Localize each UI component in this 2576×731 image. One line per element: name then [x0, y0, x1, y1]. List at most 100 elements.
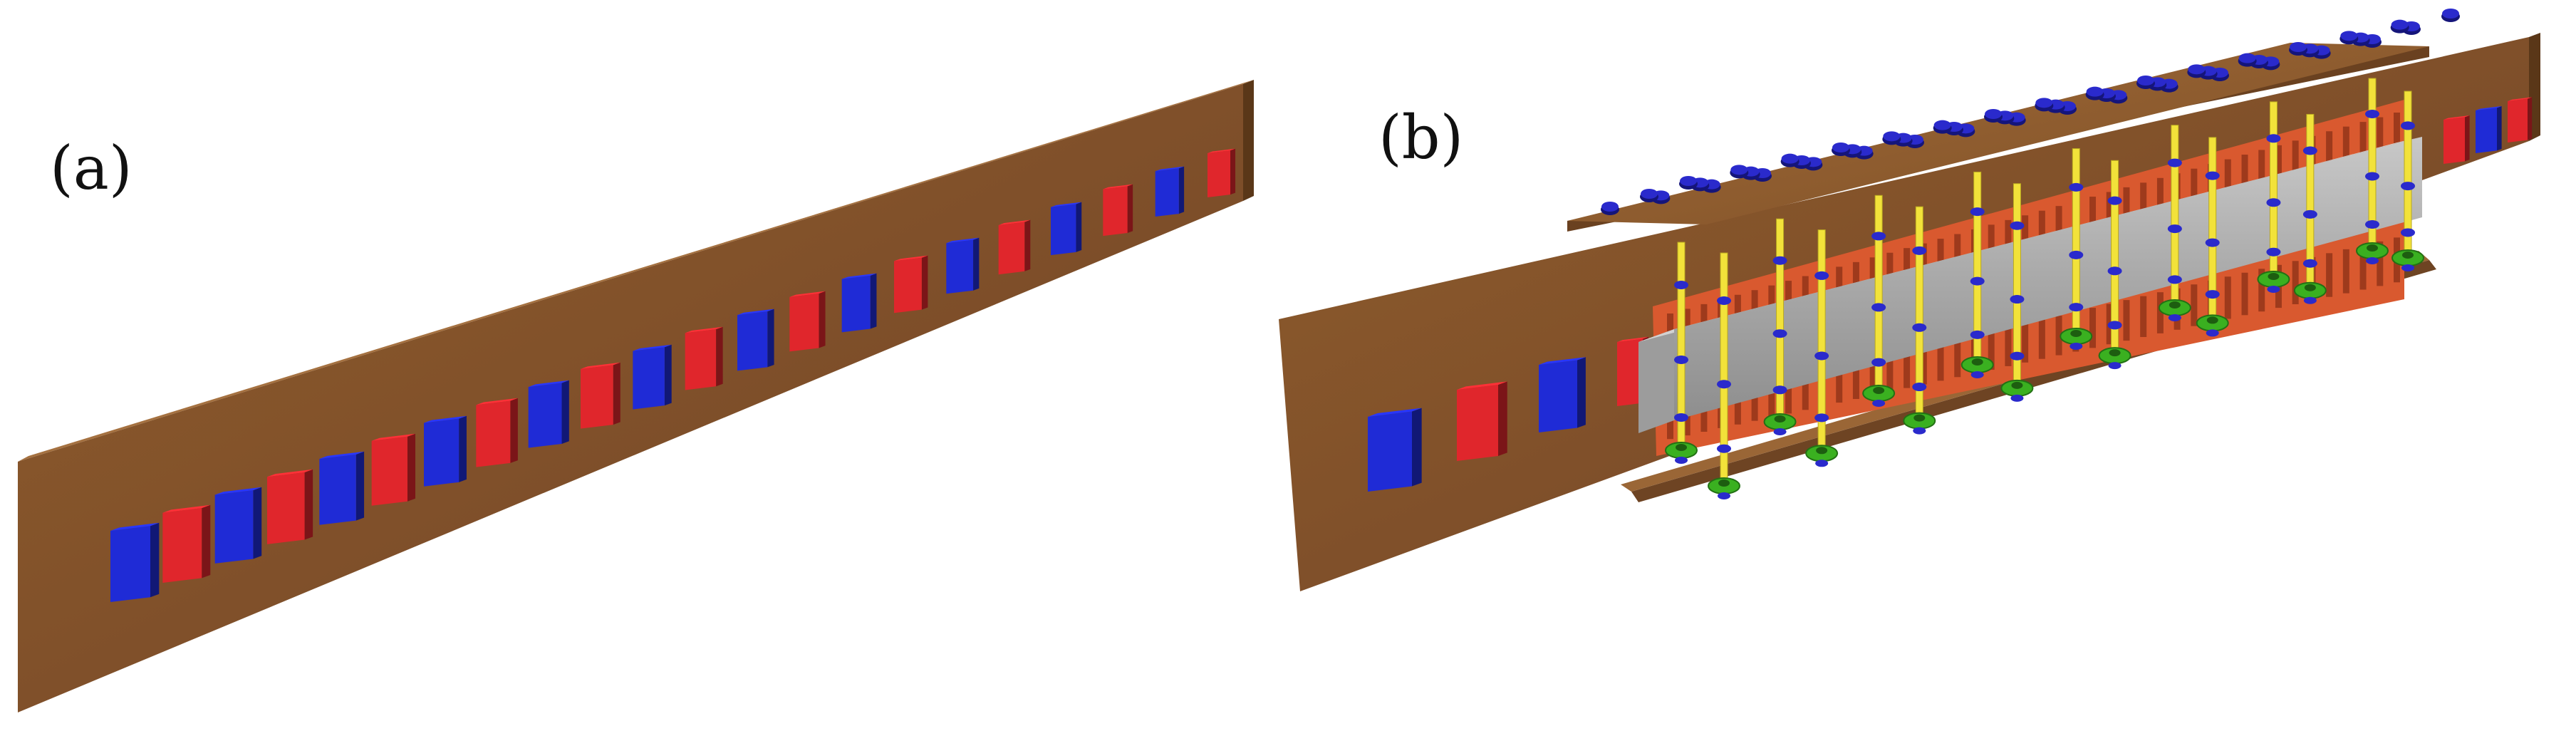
top-nut: [1641, 189, 1658, 199]
magnet: [476, 398, 518, 467]
magnet: [1051, 202, 1082, 256]
washer-hole: [1774, 415, 1786, 422]
magnet-side: [973, 237, 980, 291]
coil-slot-lower: [2089, 308, 2097, 348]
magnet-face: [581, 365, 613, 429]
magnet-top: [737, 309, 774, 316]
bolt-rod: [1817, 229, 1826, 460]
magnet-top: [371, 433, 416, 441]
board-a-top-edge: [18, 80, 1254, 462]
coil-slot-lower: [1785, 378, 1792, 414]
magnet-face: [371, 436, 407, 506]
washer-hole: [2169, 301, 2181, 309]
nut: [2205, 290, 2220, 299]
coil-slot-lower: [2156, 292, 2164, 333]
nut: [1814, 271, 1829, 280]
nut: [2365, 172, 2379, 181]
magnet-face: [633, 347, 665, 410]
nut: [1772, 329, 1787, 338]
magnet: [1208, 148, 1236, 197]
nut: [2010, 351, 2025, 361]
magnet-top: [214, 487, 262, 495]
panel-label-b: (b): [1378, 103, 1463, 172]
coil-slot-upper: [2241, 155, 2248, 204]
nut: [2107, 196, 2122, 205]
nut: [2205, 238, 2220, 247]
nut: [1814, 351, 1829, 361]
magnet-side: [1498, 381, 1507, 457]
coil-slot-upper: [2359, 122, 2367, 174]
nut: [1872, 400, 1886, 407]
coil-slot-upper: [2394, 113, 2400, 165]
panel-label-a: (a): [50, 133, 133, 203]
nut: [1970, 276, 1985, 286]
magnet-top: [633, 344, 672, 351]
magnet-side: [355, 451, 365, 521]
nut: [1912, 246, 1927, 255]
nut: [1772, 256, 1787, 265]
coil-slot-lower: [1904, 351, 1911, 388]
magnet: [841, 273, 877, 333]
magnet-face: [1051, 204, 1076, 256]
magnet-side: [613, 362, 620, 425]
coil-slot-upper: [2055, 206, 2062, 252]
coil-slot-upper: [2089, 197, 2097, 244]
magnet: [998, 219, 1031, 275]
nut: [2010, 394, 2024, 402]
coil-slot-upper: [2038, 210, 2045, 257]
magnet: [737, 309, 774, 371]
coil-slot-lower: [1667, 405, 1673, 440]
magnet-top: [946, 237, 980, 244]
coil-slot-lower: [1852, 362, 1859, 399]
magnet-face: [424, 418, 459, 487]
magnet-side: [459, 415, 467, 482]
nut: [1912, 383, 1927, 392]
nut: [2302, 209, 2317, 219]
magnet-face: [476, 400, 511, 467]
nut: [2401, 264, 2414, 271]
coil-slot-lower: [1988, 331, 1995, 370]
magnet: [946, 237, 980, 294]
nut: [2365, 110, 2379, 118]
magnet-side: [1076, 202, 1082, 252]
nut: [2266, 198, 2281, 207]
coil-slot-upper: [2123, 187, 2130, 235]
coil-slot-upper: [1988, 224, 1995, 270]
nut: [1970, 207, 1985, 217]
nut: [2401, 121, 2415, 130]
magnet-side: [921, 255, 928, 310]
nut: [1717, 296, 1731, 305]
nut: [2168, 314, 2181, 321]
magnet-side: [1127, 184, 1133, 233]
nut: [2107, 321, 2122, 330]
magnet-face: [737, 311, 768, 371]
coil-slot-lower: [2123, 300, 2130, 341]
magnet: [214, 487, 262, 564]
coil-slot-upper: [2106, 192, 2113, 239]
nut: [1674, 281, 1688, 289]
panel-b: (b): [1279, 9, 2540, 591]
magnet-side: [870, 273, 877, 329]
magnet: [371, 433, 416, 506]
coil-slot-lower: [2342, 249, 2349, 294]
magnet-face: [214, 490, 254, 564]
magnet-side: [304, 469, 313, 540]
nut: [2205, 171, 2220, 180]
top-nut: [2086, 86, 2104, 97]
magnet: [319, 451, 365, 525]
magnet-side: [819, 291, 826, 348]
nut: [2266, 247, 2281, 256]
nut: [2365, 220, 2379, 229]
magnet-top: [685, 326, 723, 333]
magnet-side: [407, 433, 416, 502]
magnet-face: [841, 275, 871, 333]
coil-slot-lower: [2326, 253, 2333, 297]
magnet: [789, 291, 826, 352]
coil-slot-lower: [2292, 261, 2299, 304]
top-nut: [1781, 153, 1799, 164]
nut: [2107, 266, 2122, 276]
magnet-top: [841, 273, 877, 279]
magnet: [2476, 106, 2502, 153]
magnet: [2443, 115, 2470, 164]
top-nut: [2238, 53, 2256, 63]
